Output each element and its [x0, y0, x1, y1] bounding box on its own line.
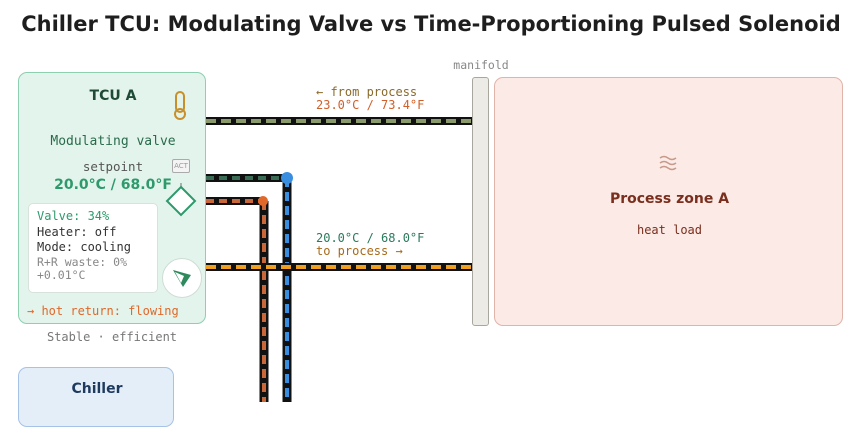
chiller-title: Chiller: [71, 381, 123, 397]
page-title: Chiller TCU: Modulating Valve vs Time-Pr…: [21, 12, 841, 36]
actuator-badge-label: ACT: [174, 162, 188, 170]
return-line-label: ← from process 23.0°C / 73.4°F: [316, 86, 424, 112]
mode-status: Mode: cooling: [37, 240, 131, 254]
zone-subtitle: heat load: [636, 223, 703, 237]
supply-direction: to process →: [316, 244, 403, 258]
chilled-junction-dot: [281, 172, 293, 184]
offset-status: +0.01°C: [37, 267, 86, 282]
gauge-icon: [162, 258, 202, 298]
waste-status: R+R waste: 0%: [37, 254, 128, 269]
tcu-mode-label: Modulating valve: [50, 134, 176, 149]
tcu-panel[interactable]: TCU A Modulating valve setpoint 20.0°C /…: [18, 72, 206, 324]
status-box: Valve: 34% Heater: off Mode: cooling R+R…: [28, 203, 158, 293]
tcu-title: TCU A: [89, 88, 137, 104]
hot-return-status: → hot return: flowing: [27, 304, 179, 318]
heater-status: Heater: off: [37, 224, 117, 239]
supply-line-label: 20.0°C / 68.0°F to process →: [316, 232, 424, 258]
actuator-badge: ACT: [172, 159, 190, 173]
piping-diagram: [206, 117, 585, 402]
tcu-caption: Stable · efficient: [46, 330, 178, 344]
hot-junction-dot: [258, 196, 268, 206]
return-temperature: 23.0°C / 73.4°F: [316, 98, 425, 112]
setpoint-label: setpoint: [82, 159, 144, 174]
valve-status: Valve: 34%: [37, 209, 110, 223]
chiller-panel[interactable]: Chiller: [18, 367, 174, 427]
process-zone[interactable]: Process zone A heat load: [494, 77, 843, 326]
manifold-label: manifold: [453, 58, 509, 72]
manifold: [472, 77, 489, 326]
setpoint-value: 20.0°C / 68.0°F: [54, 177, 172, 193]
zone-title: Process zone A: [609, 191, 730, 207]
return-direction: ← from process: [316, 85, 418, 99]
valve-diamond-icon: [165, 183, 197, 217]
thermometer-icon: [174, 91, 186, 120]
supply-temperature: 20.0°C / 68.0°F: [316, 231, 425, 245]
heat-waves-icon: [659, 155, 677, 171]
